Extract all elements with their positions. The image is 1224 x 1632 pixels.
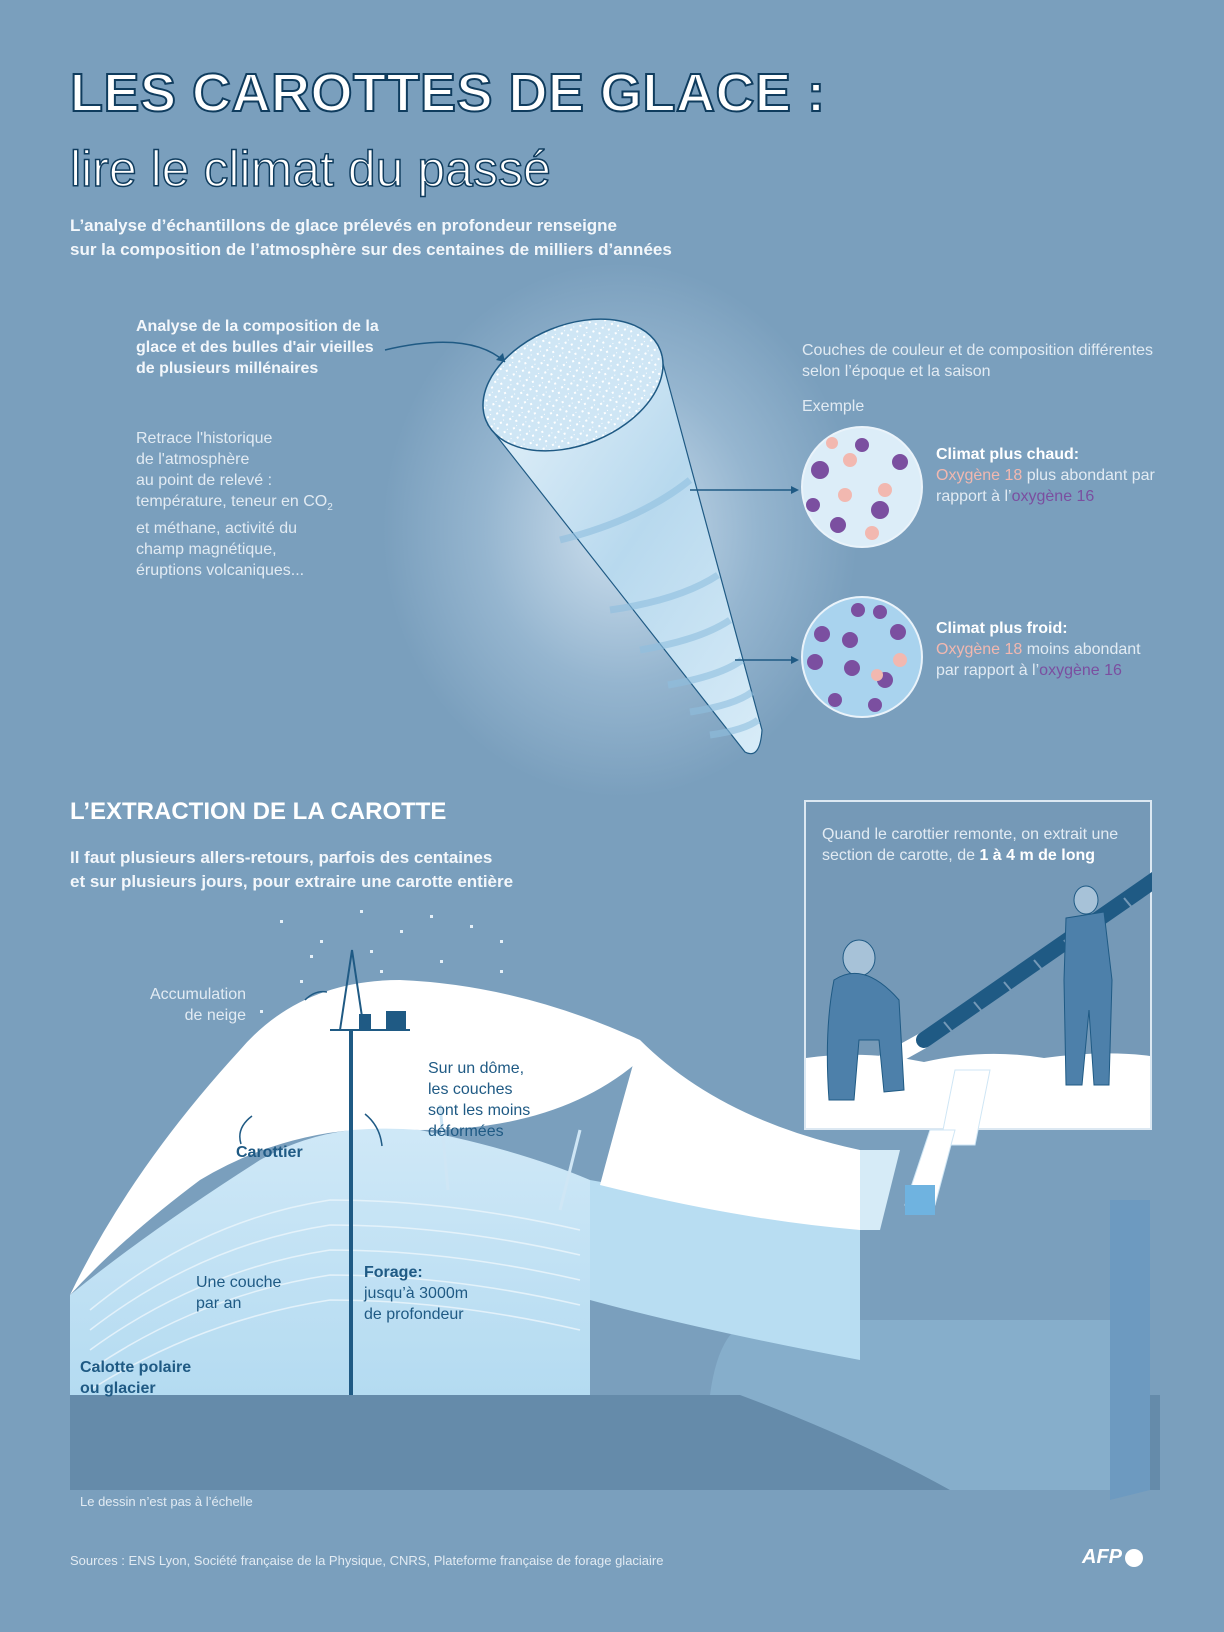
- ice-label-line: ou glacier: [80, 1380, 156, 1397]
- extraction-subtitle: Il faut plusieurs allers-retours, parfoi…: [70, 846, 630, 894]
- snow-label-line: Accumulation: [149, 986, 246, 1003]
- retrace-line: et méthane, activité du: [136, 520, 297, 538]
- warm-mid-text: plus abondant par rapport à l’: [936, 467, 1155, 505]
- retrace-line: Retrace l'historique: [136, 430, 273, 447]
- afp-logo-dot-icon: [1125, 1548, 1143, 1567]
- extraction-title: L’EXTRACTION DE LA CAROTTE: [70, 798, 447, 825]
- retrace-text: Retrace l'historique de l'atmosphère au …: [136, 428, 406, 581]
- oxygen16-text: oxygène 16: [1011, 488, 1095, 505]
- dome-label-line: les couches: [428, 1081, 513, 1098]
- snow-accumulation-label: Accumulation de neige: [120, 984, 246, 1026]
- drill-rig-icon: [330, 949, 410, 1031]
- oxygen18-text: Oxygène 18: [936, 467, 1023, 484]
- intro-line-1: L’analyse d’échantillons de glace prélev…: [70, 216, 618, 235]
- intro-text: L’analyse d’échantillons de glace prélev…: [70, 214, 830, 262]
- scale-note: Le dessin n’est pas à l’échelle: [80, 1494, 253, 1509]
- snow-label-line: de neige: [184, 1007, 246, 1024]
- warm-heading: Climat plus chaud:: [936, 446, 1080, 463]
- extraction-subtitle-line: et sur plusieurs jours, pour extraire un…: [70, 872, 514, 891]
- cold-heading: Climat plus froid:: [936, 620, 1068, 637]
- cold-mid-text: moins abondant par rapport à l’: [936, 641, 1141, 679]
- main-title: LES CAROTTES DE GLACE :: [69, 62, 826, 124]
- inset-text-prefix: Quand le carottier remonte, on extrait u…: [822, 826, 1119, 864]
- inset-text: Quand le carottier remonte, on extrait u…: [822, 824, 1122, 866]
- dome-label-line: Sur un dôme,: [428, 1060, 525, 1077]
- oxygen18-text: Oxygène 18: [936, 641, 1023, 658]
- annual-layer-label: Une couche par an: [196, 1272, 281, 1314]
- warm-molecules: [806, 437, 908, 540]
- sources-text: Sources : ENS Lyon, Société française de…: [70, 1553, 664, 1568]
- dome-label: Sur un dôme, les couches sont les moins …: [428, 1058, 530, 1142]
- dome-label-line: sont les moins: [428, 1102, 531, 1119]
- retrace-line: température, teneur en CO2: [136, 491, 406, 518]
- forage-line: de profondeur: [364, 1306, 464, 1323]
- intro-line-2: sur la composition de l’atmosphère sur d…: [70, 240, 672, 259]
- retrace-line: au point de relevé :: [136, 472, 273, 489]
- extraction-subtitle-line: Il faut plusieurs allers-retours, parfoi…: [70, 848, 493, 867]
- layer-label-line: par an: [196, 1295, 242, 1312]
- ice-cap-label: Calotte polaire ou glacier: [80, 1357, 191, 1399]
- retrace-line: éruptions volcaniques...: [136, 562, 305, 580]
- example-label: Exemple: [802, 398, 865, 415]
- main-subtitle-title: lire le climat du passé: [69, 140, 551, 198]
- layer-label-line: Une couche: [196, 1274, 282, 1291]
- afp-logo: AFP: [1082, 1546, 1143, 1569]
- layers-label: Couches de couleur et de composition dif…: [802, 342, 1154, 380]
- drill-label: Carottier: [236, 1144, 303, 1161]
- forage-label: Forage: jusqu’à 3000m de profondeur: [364, 1262, 468, 1325]
- retrace-line: de l'atmosphère: [136, 451, 250, 468]
- glacier-illustration: [70, 910, 1160, 1500]
- ice-core-illustration: [384, 318, 923, 755]
- analyse-label: Analyse de la composition de la glace et…: [136, 318, 379, 377]
- dome-label-line: déformées: [428, 1123, 504, 1140]
- co2-subscript: 2: [327, 502, 333, 514]
- co2-text: température, teneur en CO: [136, 493, 328, 510]
- warm-climate-label: Climat plus chaud: Oxygène 18 plus abond…: [936, 444, 1166, 507]
- forage-line: jusqu’à 3000m: [364, 1285, 469, 1302]
- cold-climate-label: Climat plus froid: Oxygène 18 moins abon…: [936, 618, 1166, 681]
- cold-molecules: [807, 603, 907, 712]
- oxygen16-text: oxygène 16: [1039, 662, 1122, 679]
- ice-label-line: Calotte polaire: [80, 1359, 192, 1376]
- retrace-line: champ magnétique,: [136, 541, 277, 559]
- afp-logo-text: AFP: [1082, 1546, 1122, 1568]
- inset-text-bold: 1 à 4 m de long: [979, 847, 1096, 864]
- forage-heading: Forage:: [364, 1264, 423, 1281]
